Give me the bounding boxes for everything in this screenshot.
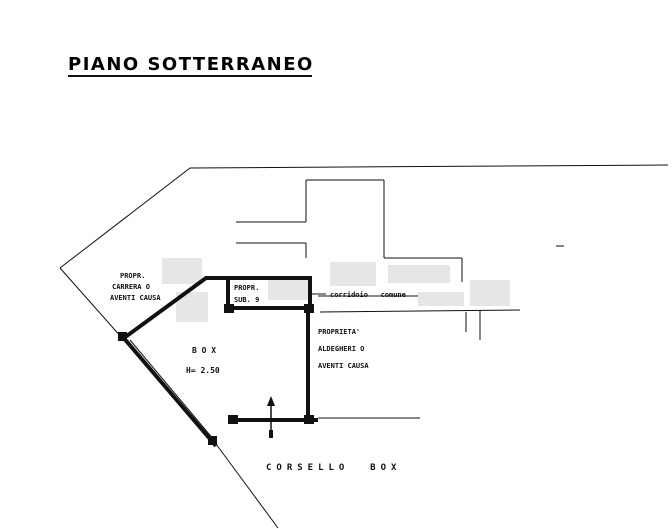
plan-title: PIANO SOTTERRANEO — [68, 54, 314, 75]
box-walls — [120, 276, 318, 448]
proprieta-line-3: AVENTI CAUSA — [318, 362, 369, 370]
propr-carrera-line-3: AVENTI CAUSA — [110, 294, 161, 302]
redaction-7 — [470, 280, 510, 306]
diagonal-top-left — [59, 167, 191, 269]
corridor-bottom-wall — [319, 309, 521, 313]
box-label: B O X — [192, 346, 216, 355]
pillar-5 — [118, 332, 127, 341]
pillar-6 — [208, 436, 217, 445]
entry-arrow-icon — [267, 396, 275, 438]
window-inner-line — [129, 339, 215, 441]
propr-sub-line-2: SUB. 9 — [234, 296, 259, 304]
label-propr-sub: PROPR. SUB. 9 — [234, 284, 259, 304]
label-proprieta: PROPRIETA' ALDEGHERI O AVENTI CAUSA — [318, 328, 369, 370]
proprieta-line-2: ALDEGHERI O — [318, 345, 364, 353]
pillar-1 — [224, 304, 234, 313]
pillar-3 — [228, 415, 238, 424]
proprieta-line-1: PROPRIETA' — [318, 328, 360, 336]
redaction-4 — [330, 262, 376, 286]
diagonal-bottom — [215, 443, 279, 529]
propr-sub-line-1: PROPR. — [234, 284, 259, 292]
redaction-1 — [162, 258, 202, 284]
pillars — [118, 304, 314, 445]
pillar-4 — [304, 415, 314, 424]
outline-lines — [59, 164, 669, 529]
pillar-2 — [304, 304, 314, 313]
redaction-3 — [268, 278, 308, 300]
corsello-label: CORSELLO BOX — [266, 463, 401, 473]
propr-carrera-line-2: CARRERA O — [112, 283, 150, 291]
top-boundary-line — [189, 164, 669, 169]
propr-carrera-line-1: PROPR. — [120, 272, 145, 280]
label-propr-carrera: PROPR. CARRERA O AVENTI CAUSA — [110, 272, 161, 302]
corridoio-label: corridoio comune — [330, 291, 406, 299]
height-label: H= 2.50 — [186, 366, 220, 375]
redaction-6 — [418, 292, 464, 306]
box-diagonal-wall — [120, 334, 218, 448]
redaction-5 — [388, 265, 450, 283]
